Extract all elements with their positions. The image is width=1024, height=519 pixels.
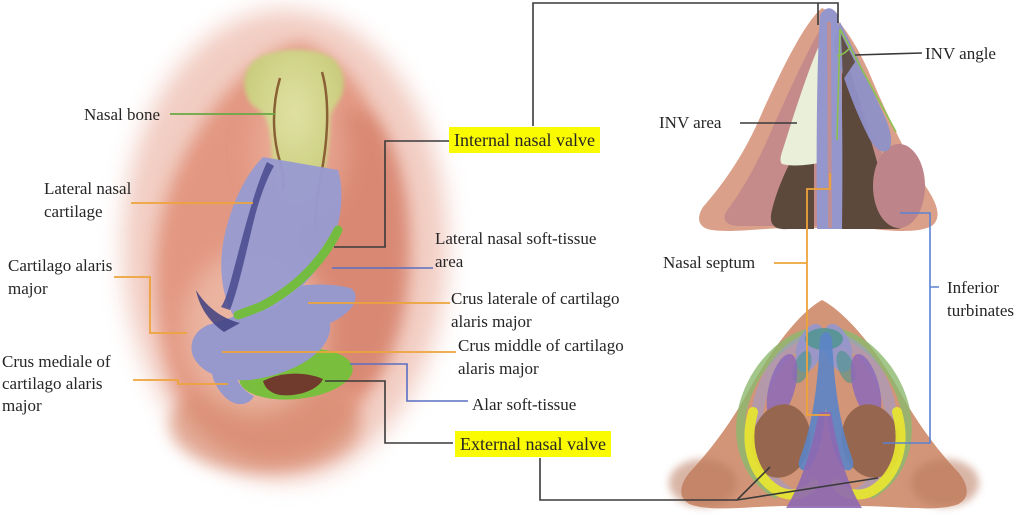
crus-laterale-shape [278, 284, 356, 331]
label-external-nasal-valve: External nasal valve [455, 431, 611, 457]
inv-area-triangle [780, 33, 825, 166]
leader-cartilago-alaris-major [114, 276, 187, 334]
label-lateral-nasal-cartilage: Lateral nasal cartilage [44, 179, 132, 221]
alar-flare-right [911, 459, 979, 507]
basal-purple-wing-right [850, 353, 882, 421]
basal-view-illustration [669, 300, 979, 509]
leader-internal-valve [334, 140, 449, 248]
label-nasal-bone: Nasal bone [84, 105, 161, 124]
label-crus-middle: Crus middle of cartilago alaris major [458, 336, 624, 378]
leader-inferior-turbinates [883, 212, 939, 444]
leader-nasal-septum [774, 173, 831, 416]
label-inv-angle: INV angle [925, 44, 996, 63]
label-internal-nasal-valve: Internal nasal valve [449, 127, 600, 153]
coronal-tip-shadow [841, 34, 855, 80]
label-inv-area: INV area [659, 113, 722, 132]
coronal-right-lobe [873, 144, 925, 228]
leader-lines-blue [332, 267, 468, 402]
label-alar-soft-tissue: Alar soft-tissue [472, 395, 577, 414]
leader-external-valve-bottom [539, 458, 879, 501]
leader-lines-orange [114, 173, 831, 416]
lateral-view-illustration [123, 10, 447, 480]
coronal-view-illustration [699, 8, 938, 231]
leader-crus-mediale [133, 379, 228, 385]
leader-inv-angle [854, 52, 923, 56]
skin-shade-bottom [170, 377, 360, 473]
basal-purple-wing-left [766, 353, 798, 421]
leader-lines-blue-bright [883, 212, 939, 444]
label-cartilago-alaris-major: Cartilago alaris major [8, 256, 113, 298]
label-nasal-septum: Nasal septum [663, 253, 756, 272]
alar-flare-left [669, 459, 737, 507]
label-crus-laterale: Crus laterale of cartilago alaris major [451, 289, 620, 331]
lateral-nasal-cartilage-shape [221, 157, 342, 318]
label-crus-mediale: Crus mediale of cartilago alaris major [2, 352, 111, 415]
bracket-internal-valve-top [532, 2, 839, 126]
basal-nostril-left [751, 404, 811, 478]
leader-external-valve [325, 380, 453, 444]
label-inferior-turbinates: Inferior turbinates [947, 278, 1015, 320]
dark-shadow-v [196, 290, 240, 332]
inv-angle-mark [836, 28, 897, 141]
leader-lines-black [325, 2, 923, 501]
leader-alar-soft-tissue [350, 363, 468, 402]
septum-center-line [827, 21, 832, 229]
cartilage-ridge [221, 162, 274, 310]
basal-teal-right [836, 350, 856, 384]
internal-valve-stripe [233, 225, 343, 320]
coronal-left-cavity [770, 152, 814, 230]
nostril-opening [263, 373, 323, 396]
label-lateral-nasal-soft-tissue-area: Lateral nasal soft-tissue area [435, 229, 597, 271]
crus-mediale-shape [210, 350, 254, 405]
basal-blue-columella [798, 332, 854, 471]
basal-nostril-right [841, 404, 901, 478]
